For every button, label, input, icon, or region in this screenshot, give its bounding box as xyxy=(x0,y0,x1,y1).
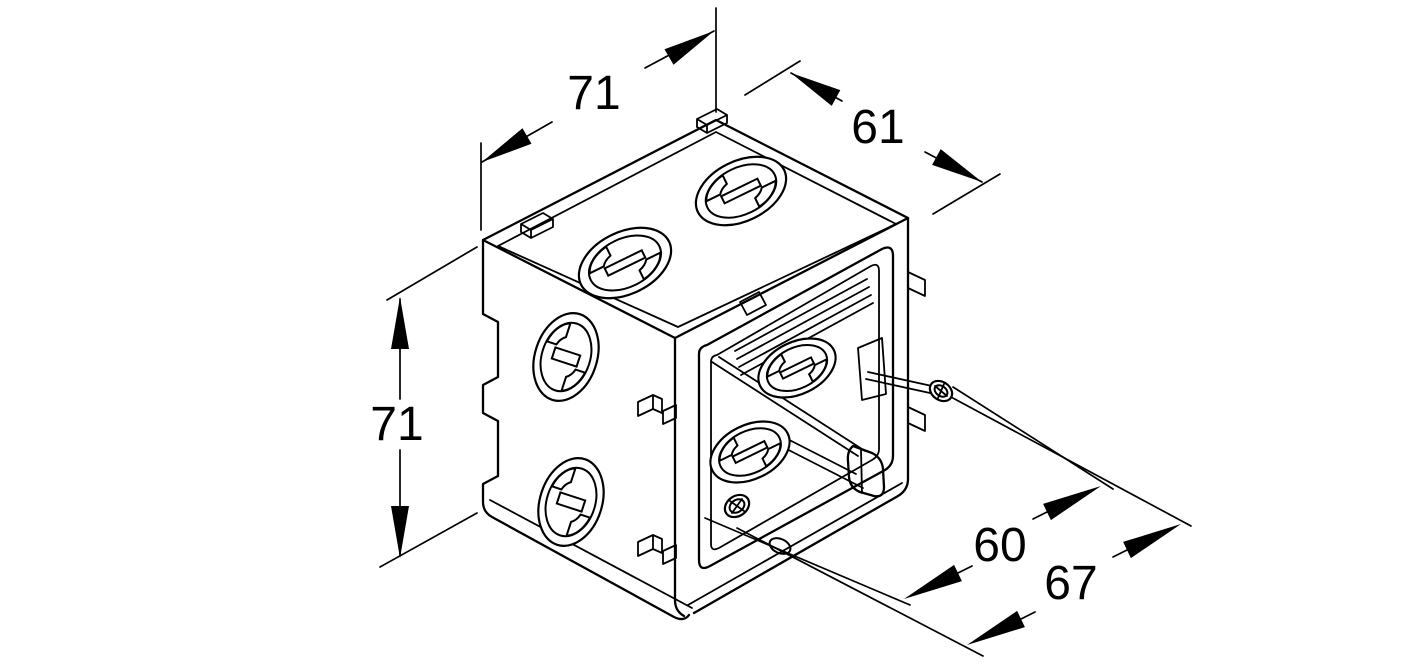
strut-boss xyxy=(846,444,886,498)
dim-label-depth-overall: 67 xyxy=(1044,557,1097,610)
interior-knockout-lower xyxy=(700,409,799,494)
box-interior xyxy=(700,278,886,498)
arrowhead-down-left xyxy=(967,610,1025,645)
top-knockout-rear xyxy=(685,143,798,239)
arrowhead-up xyxy=(391,297,409,349)
side-knockout-upper xyxy=(523,305,610,410)
dimension-depth-inner: 60 xyxy=(704,386,1114,606)
arrowhead-down-right xyxy=(932,149,982,182)
arrowhead-down xyxy=(391,506,409,558)
arrowhead-down-left xyxy=(904,564,962,599)
arrowhead-up-right xyxy=(1123,524,1181,559)
claw-oval xyxy=(767,535,793,557)
interior-knockout-upper xyxy=(749,327,845,410)
box-top-face xyxy=(481,120,910,338)
box-front-opening xyxy=(673,216,926,618)
bottom-screw-head xyxy=(721,490,754,521)
corner-tabs xyxy=(520,108,767,565)
dim-label-height-left: 71 xyxy=(370,398,423,451)
device-screws xyxy=(721,337,956,557)
dimension-edge-top-right: 61 xyxy=(744,60,1001,215)
side-knockout-lower xyxy=(528,450,615,555)
right-screw-head xyxy=(926,377,956,406)
top-knockout-front xyxy=(567,214,682,313)
screw-lug xyxy=(857,337,887,401)
dim-label-width-top: 71 xyxy=(567,67,620,120)
box-left-face xyxy=(483,238,693,621)
dimension-width-top: 71 xyxy=(480,7,717,231)
dimension-depth-overall: 67 xyxy=(736,396,1192,657)
arrowhead-up-left xyxy=(791,73,841,106)
dim-label-edge-top-right: 61 xyxy=(851,101,904,154)
arrowhead-up-right xyxy=(1043,486,1101,521)
arrowhead-down-left xyxy=(482,128,532,162)
dimension-height-left: 71 xyxy=(370,246,478,568)
arrowhead-up-right xyxy=(664,31,714,65)
dim-label-depth-inner: 60 xyxy=(973,519,1026,572)
